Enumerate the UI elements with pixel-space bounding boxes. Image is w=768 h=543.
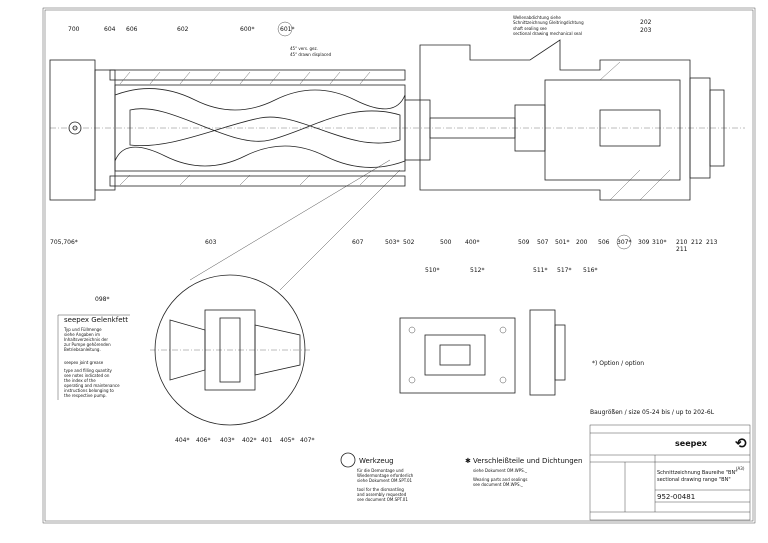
paper-format: (A3) bbox=[736, 466, 745, 471]
drawing-title: Schnittzeichnung Baureihe "BN" bbox=[657, 470, 738, 476]
wear-parts-note: ✱ Verschleißteile und Dichtungen siehe D… bbox=[465, 457, 582, 487]
part-label: 211 bbox=[676, 246, 688, 253]
part-label: 600* bbox=[240, 26, 254, 33]
note-line: Wiedermontage erforderlich bbox=[357, 473, 414, 478]
drawing-number: 952-00481 bbox=[657, 493, 695, 501]
note-line: zur Pumpe gehörenden bbox=[64, 342, 111, 347]
joint-detail-view: 098* 404* 406* 403* 402* 401 405* 407* bbox=[95, 159, 401, 444]
part-label: 509 bbox=[518, 239, 530, 246]
note-line: instructions belonging to bbox=[64, 388, 114, 393]
part-label: 400* bbox=[465, 239, 479, 246]
note-line: tool for the dismantling bbox=[357, 487, 404, 492]
asterisk-icon: ✱ bbox=[465, 457, 471, 465]
tool-symbol-icon bbox=[340, 452, 356, 468]
part-label: 603 bbox=[205, 239, 217, 246]
drawing-frame bbox=[42, 7, 756, 524]
part-label: 510* bbox=[425, 267, 439, 274]
note-line: siehe Dokument OM.SPT.01 bbox=[357, 478, 413, 483]
note-line: see document OM.SPT.01 bbox=[357, 497, 408, 502]
note-title: Werkzeug bbox=[359, 457, 394, 465]
note-line: and assembly requested bbox=[357, 492, 407, 497]
part-label: 700 bbox=[68, 26, 80, 33]
note-line: type and filling quantity bbox=[64, 368, 113, 373]
note-line: siehe Dokument OM.WPS._ bbox=[473, 468, 528, 473]
part-label: 606 bbox=[126, 26, 138, 33]
part-label: 512* bbox=[470, 267, 484, 274]
title-block: seepex ⟲ Schnittzeichnung Baureihe "BN" … bbox=[589, 424, 751, 521]
note-line: the respective pump. bbox=[64, 393, 107, 398]
brand-symbol-icon: ⟲ bbox=[735, 436, 747, 452]
note-line: the index of the bbox=[64, 378, 96, 383]
part-label: 406* bbox=[196, 437, 210, 444]
option-note: *) Option / option bbox=[592, 360, 644, 367]
part-label: 705,706* bbox=[50, 239, 78, 246]
note-line: siehe Angaben im bbox=[64, 332, 100, 337]
note-title: Verschleißteile und Dichtungen bbox=[473, 457, 582, 465]
part-label: 511* bbox=[533, 267, 547, 274]
note-line: für die Demontage und bbox=[357, 468, 404, 473]
seal-note: shaft sealing see bbox=[513, 26, 547, 31]
seal-note: Schnittzeichnung Gleitringdichtung bbox=[513, 20, 584, 25]
angle-note: 45° drawn displaced bbox=[290, 52, 332, 57]
part-label: 200 bbox=[576, 239, 588, 246]
part-label: 213 bbox=[706, 239, 718, 246]
bottom-part-labels: 705,706* 603 607 503* 502 500 400* 509 5… bbox=[50, 234, 718, 253]
part-label: 401 bbox=[261, 437, 273, 444]
inner-frame bbox=[44, 9, 754, 522]
part-label: 202 bbox=[640, 19, 652, 26]
part-label: 098* bbox=[95, 296, 109, 303]
part-label: 212 bbox=[691, 239, 703, 246]
note-line: Betriebsanleitung. bbox=[64, 347, 101, 352]
drawing-title-en: sectional drawing range "BN" bbox=[657, 477, 731, 483]
note-line: Typ und Füllmenge bbox=[63, 327, 102, 332]
part-label: 517* bbox=[557, 267, 571, 274]
part-label: 507 bbox=[537, 239, 549, 246]
part-label: 203 bbox=[640, 27, 652, 34]
part-label: 402* bbox=[242, 437, 256, 444]
part-label: 604 bbox=[104, 26, 116, 33]
part-label: 502 bbox=[403, 239, 415, 246]
note-line: Wearing parts and sealings bbox=[473, 477, 527, 482]
part-label: 506 bbox=[598, 239, 610, 246]
pump-section-view bbox=[49, 39, 745, 201]
part-label: 500 bbox=[440, 239, 452, 246]
note-line: see notes indicated on bbox=[64, 373, 110, 378]
part-label: 503* bbox=[385, 239, 399, 246]
part-label: 516* bbox=[583, 267, 597, 274]
note-line: operating and maintenance bbox=[64, 383, 120, 388]
part-label: 407* bbox=[300, 437, 314, 444]
note-title: seepex Gelenkfett bbox=[64, 316, 128, 324]
part-label: 307* bbox=[617, 239, 631, 246]
top-part-labels: 700 604 606 602 600* 601* 45° vers. gez.… bbox=[68, 15, 652, 57]
part-label: 403* bbox=[220, 437, 234, 444]
grease-note: seepex Gelenkfett Typ und Füllmenge sieh… bbox=[57, 314, 130, 400]
part-label: 601* bbox=[280, 26, 294, 33]
seal-note: Wellenabdichtung siehe bbox=[513, 15, 561, 20]
part-label: 405* bbox=[280, 437, 294, 444]
note-line: Inhaltsverzeichnis der bbox=[64, 337, 108, 342]
tool-note: Werkzeug für die Demontage und Wiedermon… bbox=[340, 452, 414, 502]
brand-logo: seepex bbox=[675, 439, 708, 448]
part-label: 309 bbox=[638, 239, 650, 246]
part-label: 501* bbox=[555, 239, 569, 246]
part-label: 607 bbox=[352, 239, 364, 246]
note-line: seepex joint grease bbox=[64, 360, 104, 365]
part-label: 310* bbox=[652, 239, 666, 246]
part-label: 210 bbox=[676, 239, 688, 246]
angle-note: 45° vers. gez. bbox=[290, 46, 318, 51]
part-label: 404* bbox=[175, 437, 189, 444]
part-label: 602 bbox=[177, 26, 189, 33]
flange-views: 510* 512* 511* 517* 516* bbox=[399, 267, 597, 396]
sizes-note: Baugrößen / size 05-24 bis / up to 202-6… bbox=[590, 409, 715, 416]
seal-note: sectional drawing mechanical seal bbox=[513, 31, 582, 36]
note-line: see document OM.WPS._ bbox=[473, 482, 524, 487]
